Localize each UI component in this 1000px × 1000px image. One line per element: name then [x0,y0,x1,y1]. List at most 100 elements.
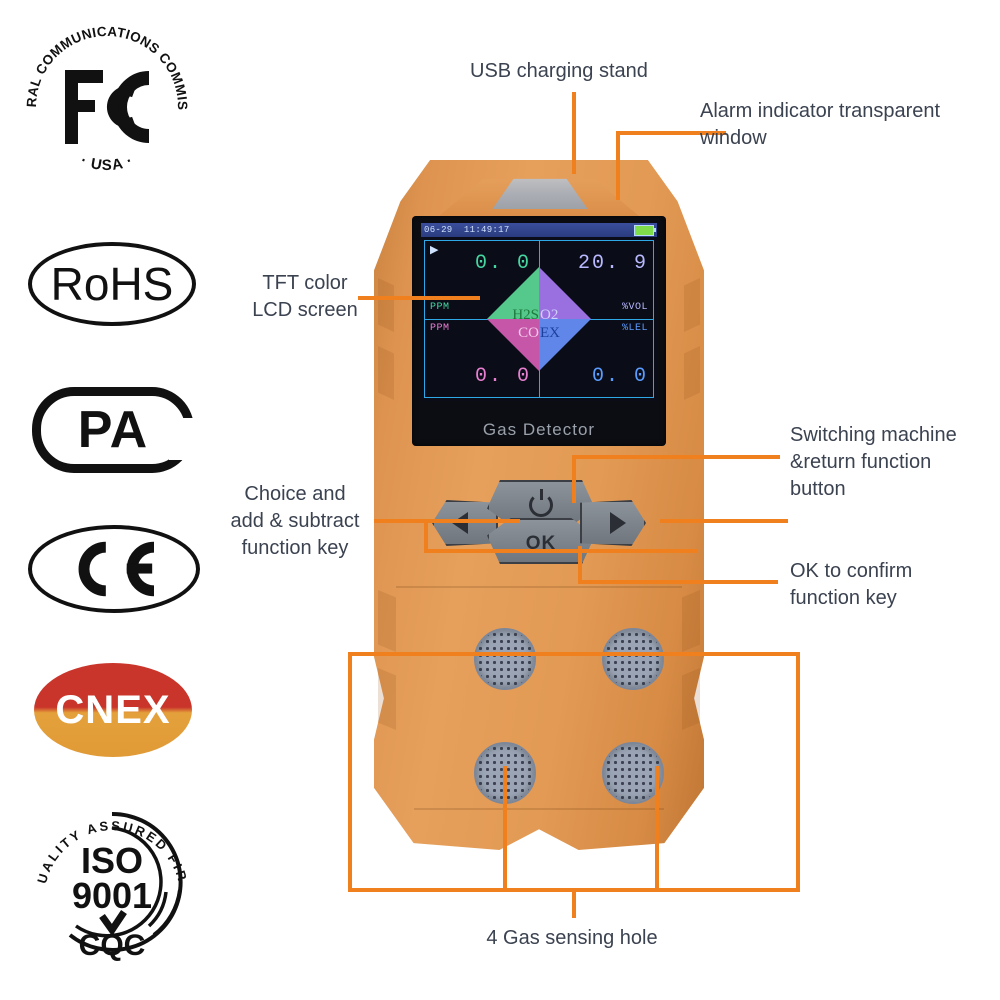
cert-badge-fcc: FEDERAL COMMUNICATIONS COMMISSION · USA … [22,22,192,192]
ce-ellipse [28,525,200,613]
readout-o2: 20. 9 %VOL [539,240,654,319]
sensor-mesh-icon [476,630,534,688]
rohs-ellipse: RoHS [28,242,196,326]
lcd-screen[interactable]: 06-29 11:49:17 ▶ 0. 0 PPM 20. 9 %VOL [421,223,657,401]
leader-arrowkeys-h-right [660,519,788,523]
readout-h2s: ▶ 0. 0 PPM [424,240,539,319]
leader-holes-right [796,652,800,892]
grip-ridge [378,668,396,730]
fcc-monogram [65,70,150,144]
callout-lcd-screen: TFT color LCD screen [252,272,358,321]
sensor-mesh-icon [604,630,662,688]
h2s-value: 0. 0 [474,252,531,275]
h2s-unit: PPM [430,302,450,313]
lcd-status-bar: 06-29 11:49:17 [421,223,657,237]
leader-power-v [572,455,576,503]
svg-text:· USA ·: · USA · [78,152,136,174]
leader-alarm-v [616,131,620,200]
fcc-arc-bottom: · USA · [78,152,135,174]
ex-unit: %LEL [621,323,648,334]
ex-value: 0. 0 [591,365,648,388]
callout-alarm-window: Alarm indicator transparent window [700,100,941,149]
diamond-label-ex: EX [540,325,560,341]
gas-detector-device: 06-29 11:49:17 ▶ 0. 0 PPM 20. 9 %VOL [374,160,704,850]
right-arrow-button[interactable] [580,500,646,546]
grip-ridge [684,346,700,400]
cnex-ellipse: CNEX [34,663,192,757]
iso-graphic: QUALITY ASSURED FIRM ISO 9001 CQC [30,800,188,962]
keypad: OK [374,478,704,564]
leader-hole-tr [656,652,800,656]
cert-badge-iso9001: QUALITY ASSURED FIRM ISO 9001 CQC [30,800,195,965]
fcc-circle: FEDERAL COMMUNICATIONS COMMISSION · USA … [22,22,192,192]
diamond-label-h2s: H2S [512,307,539,323]
battery-icon [634,224,656,236]
cqc-label: CQC [79,929,146,962]
leader-hole-tl [348,652,506,656]
o2-value: 20. 9 [577,252,648,275]
diamond-label-co: CO [518,325,539,341]
co-unit: PPM [430,323,450,334]
body-seam [414,808,664,810]
rohs-label: RoHS [50,258,174,310]
readout-co: 0. 0 PPM [424,319,539,398]
status-datetime: 06-29 11:49:17 [424,225,510,235]
cert-badge-pa: PA [32,387,195,473]
right-arrow-icon [610,512,626,534]
grip-ridge [378,278,394,332]
leader-power-h [572,455,780,459]
sensor-mesh-icon [604,744,662,802]
pa-outline: PA [32,387,195,473]
co-value: 0. 0 [474,365,531,388]
leader-arrowkeys-h-left [374,519,520,523]
grip-ridge [682,590,700,652]
ce-monogram [78,541,155,597]
power-button[interactable] [487,480,595,526]
pa-label: PA [77,401,149,459]
o2-unit: %VOL [621,302,648,313]
power-icon [529,489,553,517]
diamond-label-o2: O2 [540,307,559,323]
iso-line1: ISO [81,840,143,881]
leader-hole-bl [503,766,507,890]
cert-badge-cnex: CNEX [34,663,192,757]
callout-power-button: Switching machine &return function butto… [790,424,957,500]
screen-bezel: 06-29 11:49:17 ▶ 0. 0 PPM 20. 9 %VOL [412,216,666,446]
leader-alarm-h [616,131,726,135]
leader-arrowkeys-v [424,519,428,553]
cnex-label: CNEX [55,687,171,732]
callout-usb-stand: USB charging stand [470,60,648,82]
callout-arrow-keys: Choice and add & subtract function key [230,483,360,559]
grip-ridge [378,346,394,400]
iso-line2: 9001 [72,875,152,916]
gas-sensing-hole [474,628,536,690]
gas-sensing-hole [602,742,664,804]
gas-sensing-hole [602,628,664,690]
left-arrow-icon [452,512,468,534]
callout-sensing-holes: 4 Gas sensing hole [486,927,658,949]
cert-badge-ce [28,525,200,613]
brand-label: Gas Detector [482,420,596,439]
cert-badge-rohs: RoHS [28,242,196,326]
lcd-readout-grid: ▶ 0. 0 PPM 20. 9 %VOL 0. 0 PPM 0. 0 %L [424,240,654,398]
grip-ridge [682,668,700,730]
ok-button-label: OK [525,533,557,554]
leader-hole-br [655,766,659,890]
callout-ok-button: OK to confirm function key [790,560,913,609]
leader-holes-drop [572,888,576,918]
left-arrow-button[interactable] [432,500,498,546]
leader-holes-top [348,652,800,656]
leader-lcd [358,296,480,300]
iso-circle: QUALITY ASSURED FIRM ISO 9001 CQC [30,800,195,965]
leader-usb-stand [572,92,576,174]
grip-ridge [684,278,700,332]
readout-ex: 0. 0 %LEL [539,319,654,398]
body-seam [396,586,682,588]
leader-ok-v [578,546,582,584]
selection-cursor-icon: ▶ [430,244,439,256]
leader-ok-h [578,580,778,584]
gas-diamond-graphic: H2S O2 CO EX [487,267,591,371]
grip-ridge [378,590,396,652]
leader-arrowkeys-h-bottom [424,549,698,553]
